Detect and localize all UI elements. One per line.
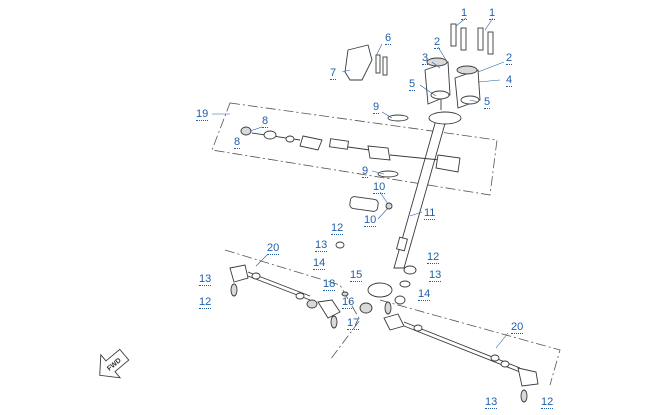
callout-17[interactable]: 17 (347, 317, 360, 330)
tie-rod-boundary-left (224, 249, 361, 361)
callout-5b[interactable]: 5 (484, 96, 491, 109)
callout-13a[interactable]: 13 (315, 239, 328, 252)
callout-12d[interactable]: 12 (541, 396, 554, 409)
side-bracket (344, 44, 388, 81)
coupler (349, 196, 393, 212)
callout-1a[interactable]: 1 (461, 7, 468, 20)
callout-8a[interactable]: 8 (262, 115, 269, 128)
right-tie-rod (383, 301, 539, 403)
callout-1b[interactable]: 1 (489, 7, 496, 20)
callout-20a[interactable]: 20 (267, 242, 280, 255)
callout-12b[interactable]: 12 (427, 251, 440, 264)
callout-20b[interactable]: 20 (511, 321, 524, 334)
callout-13d[interactable]: 13 (485, 396, 498, 409)
callout-3[interactable]: 3 (422, 52, 429, 65)
callout-10a[interactable]: 10 (373, 181, 386, 194)
callout-9b[interactable]: 9 (362, 165, 369, 178)
callout-18[interactable]: 18 (323, 278, 336, 291)
tie-rod-boundary-right (379, 299, 561, 386)
callout-11[interactable]: 11 (424, 207, 436, 220)
washer-lower (377, 170, 399, 178)
callout-19[interactable]: 19 (196, 108, 209, 121)
callout-14a[interactable]: 14 (313, 257, 326, 270)
callout-7[interactable]: 7 (330, 67, 337, 80)
washer-upper (387, 114, 409, 122)
steering-gear-center (335, 241, 417, 314)
callout-8b[interactable]: 8 (234, 136, 241, 149)
callout-9a[interactable]: 9 (373, 101, 380, 114)
forward-direction-arrow: FWD (99, 348, 130, 379)
callout-16[interactable]: 16 (342, 296, 355, 309)
callout-15[interactable]: 15 (350, 269, 363, 282)
callout-13c[interactable]: 13 (199, 273, 212, 286)
left-tie-rod (229, 264, 341, 329)
steering-linkage-assembly (240, 126, 461, 173)
upper-column-bracket (424, 57, 481, 125)
steering-assembly-boundary (211, 102, 498, 196)
bolts (450, 23, 494, 55)
callout-2b[interactable]: 2 (506, 52, 513, 65)
callout-10b[interactable]: 10 (364, 214, 377, 227)
callout-12a[interactable]: 12 (331, 222, 344, 235)
callout-2a[interactable]: 2 (434, 36, 441, 49)
callout-6[interactable]: 6 (385, 32, 392, 45)
callout-5a[interactable]: 5 (409, 78, 416, 91)
callout-4[interactable]: 4 (506, 74, 513, 87)
leader-lines (212, 17, 509, 349)
callout-13b[interactable]: 13 (429, 269, 442, 282)
callout-12c[interactable]: 12 (199, 296, 212, 309)
callout-14b[interactable]: 14 (418, 288, 431, 301)
